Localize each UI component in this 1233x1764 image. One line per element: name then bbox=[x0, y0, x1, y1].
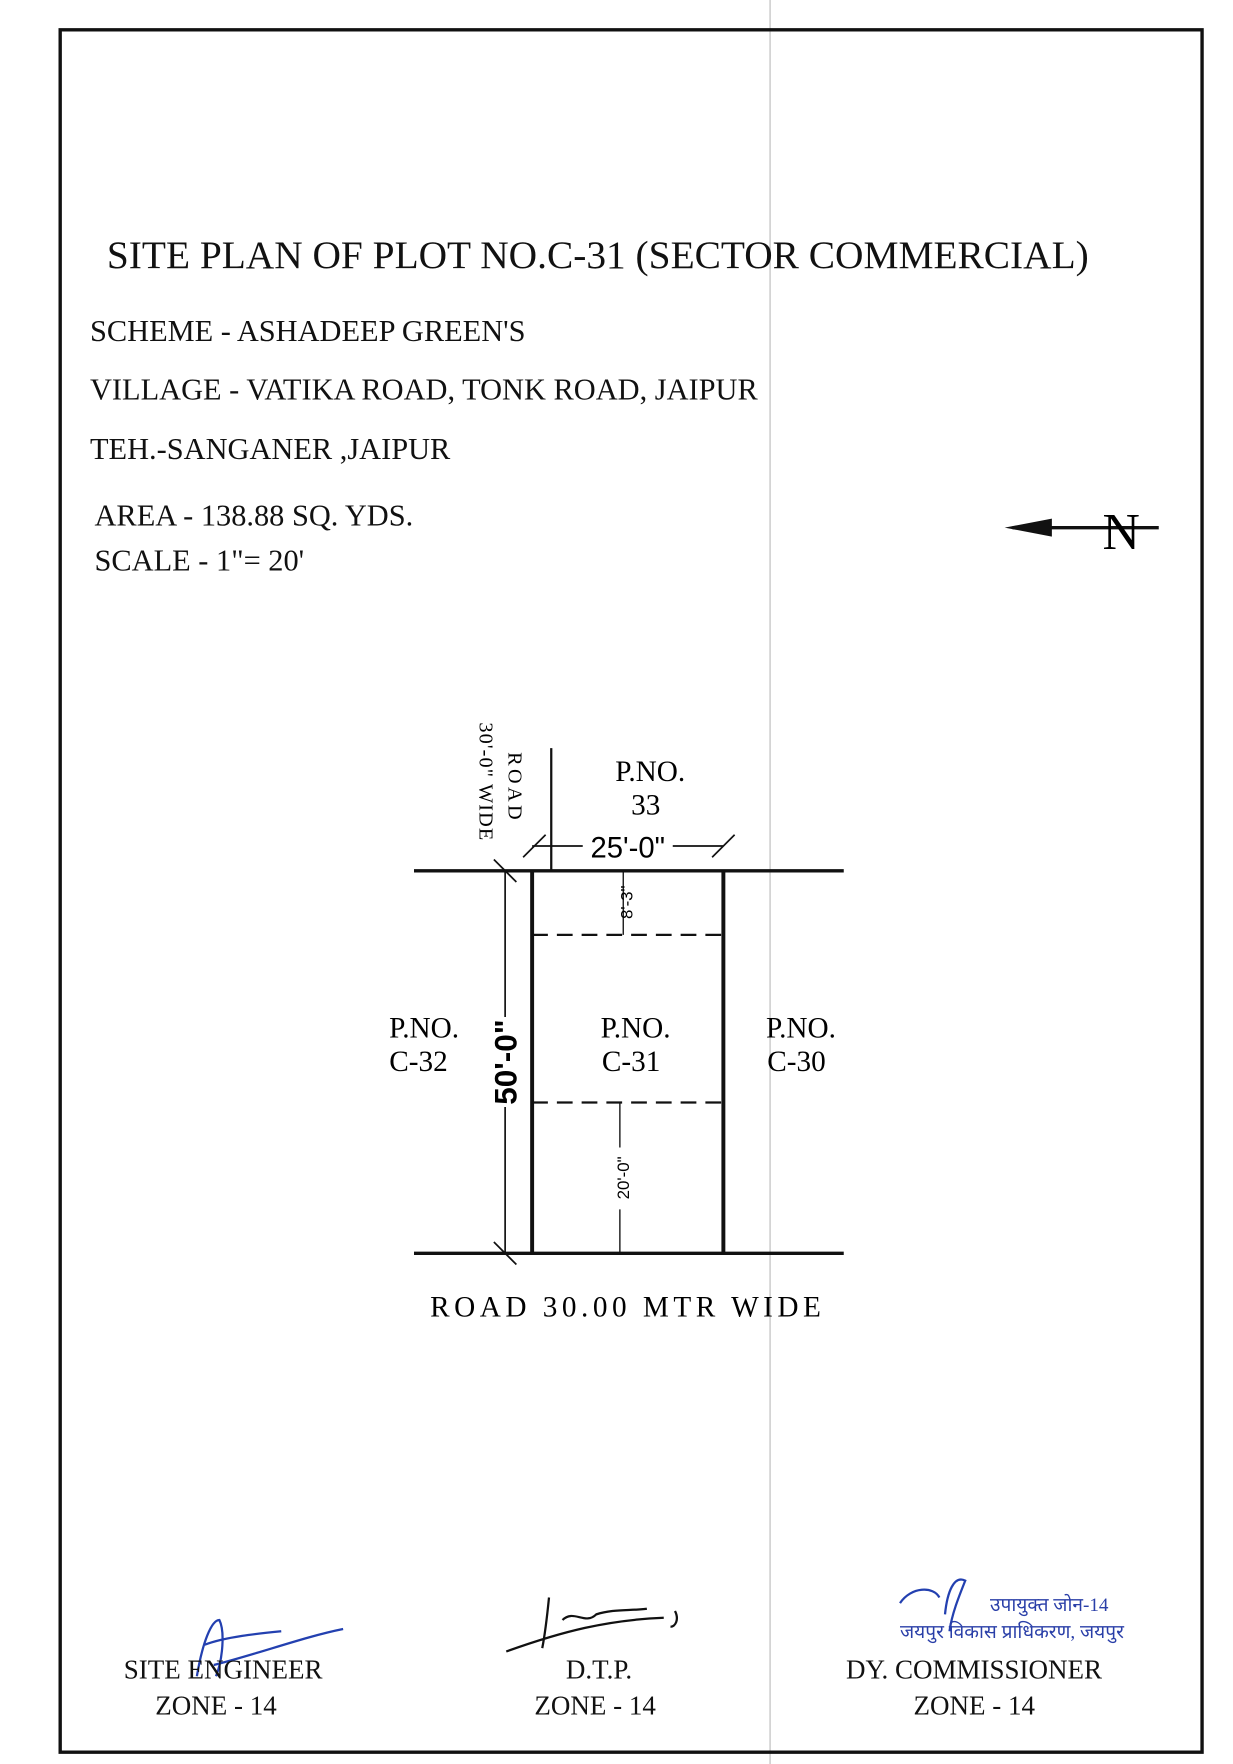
document-title: SITE PLAN OF PLOT NO.C-31 (SECTOR COMMER… bbox=[106, 232, 1089, 277]
site-engineer-zone: ZONE - 14 bbox=[155, 1692, 277, 1722]
dy-commissioner-zone: ZONE - 14 bbox=[913, 1692, 1035, 1722]
dtp-zone: ZONE - 14 bbox=[534, 1692, 656, 1722]
dimension-tick bbox=[493, 858, 517, 883]
rear-setback-label: 20'-0" bbox=[614, 1156, 633, 1199]
dtp-signature bbox=[505, 1597, 678, 1653]
plot-33-number: 33 bbox=[631, 790, 660, 822]
side-road-label: ROAD bbox=[504, 752, 526, 823]
north-label: N bbox=[1103, 504, 1140, 561]
site-engineer-role: SITE ENGINEER bbox=[123, 1656, 323, 1686]
fold-line bbox=[769, 0, 771, 1764]
dimension-tick bbox=[493, 1241, 517, 1266]
plot-c31-label: P.NO. bbox=[601, 1012, 671, 1044]
site-engineer-signature bbox=[195, 1618, 344, 1677]
plot-33-label: P.NO. bbox=[615, 756, 685, 788]
village-text: VILLAGE - VATIKA ROAD, TONK ROAD, JAIPUR bbox=[90, 372, 758, 407]
depth-dimension-label: 50'-0" bbox=[487, 1019, 523, 1104]
side-road-width: 30'-0" WIDE bbox=[474, 722, 496, 841]
dy-commissioner-role: DY. COMMISSIONER bbox=[846, 1656, 1103, 1686]
dtp-role: D.T.P. bbox=[565, 1656, 633, 1686]
scheme-text: SCHEME - ASHADEEP GREEN'S bbox=[90, 313, 526, 348]
width-dimension-label: 25'-0" bbox=[590, 832, 665, 864]
plot-c32-number: C-32 bbox=[389, 1046, 448, 1078]
north-arrow-icon: N bbox=[1004, 504, 1159, 561]
scale-text: SCALE - 1"= 20' bbox=[94, 543, 305, 578]
main-road-label: ROAD 30.00 MTR WIDE bbox=[430, 1291, 825, 1323]
area-text: AREA - 138.88 SQ. YDS. bbox=[94, 498, 414, 533]
plot-c32-label: P.NO. bbox=[389, 1012, 459, 1044]
official-stamp: उपायुक्त जोन-14 जयपुर विकास प्राधिकरण, ज… bbox=[900, 1593, 1125, 1644]
plot-c30-label: P.NO. bbox=[766, 1012, 836, 1044]
dimension-tick bbox=[711, 834, 736, 858]
tehsil-text: TEH.-SANGANER ,JAIPUR bbox=[90, 432, 451, 466]
drawing-border bbox=[58, 28, 1204, 1754]
dimension-tick bbox=[522, 834, 547, 858]
plot-c31-number: C-31 bbox=[602, 1046, 661, 1078]
dy-commissioner-signature bbox=[899, 1578, 967, 1632]
plot-c30-number: C-30 bbox=[767, 1046, 826, 1078]
front-setback-label: 8'-3" bbox=[617, 885, 636, 919]
